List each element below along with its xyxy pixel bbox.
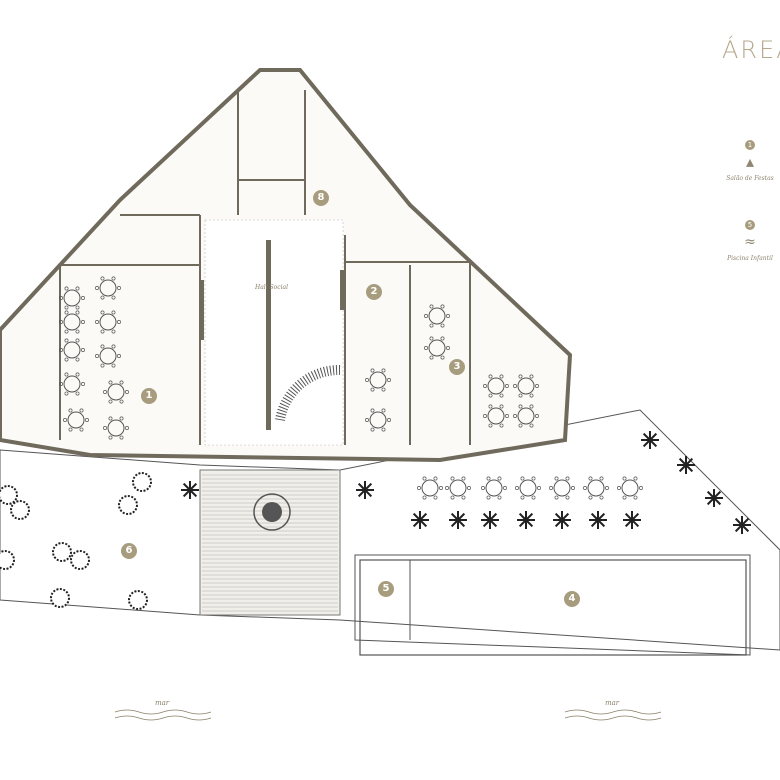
table [483, 374, 509, 398]
pool-icon: ≈ [744, 234, 756, 250]
table [617, 476, 643, 500]
palm-tree [733, 516, 751, 534]
legend-label: Piscina Infantil [727, 255, 773, 262]
tables-layer [59, 276, 643, 500]
table [445, 476, 471, 500]
table [417, 476, 443, 500]
area-marker-1[interactable]: 1 [141, 388, 157, 404]
table [95, 276, 121, 300]
legend-label: Salão de Festas [726, 175, 774, 182]
table [513, 374, 539, 398]
deck [199, 469, 341, 616]
spiral-stair [275, 364, 341, 422]
tree [0, 485, 18, 505]
table [515, 476, 541, 500]
tree [70, 550, 90, 570]
legend-item-5[interactable]: 5 ≈ Piscina Infantil [720, 212, 780, 262]
tree [50, 588, 70, 608]
site-outline [0, 409, 780, 656]
hall-social-label: Hall Social [255, 284, 289, 291]
palm-tree [411, 511, 429, 529]
table [483, 404, 509, 428]
table [103, 380, 129, 404]
palm-tree [589, 511, 607, 529]
tree [10, 500, 30, 520]
hall-floor [204, 219, 344, 446]
palm-tree [181, 481, 199, 499]
legend-number: 5 [745, 220, 755, 230]
table [103, 416, 129, 440]
palm-tree [623, 511, 641, 529]
palm-tree [481, 511, 499, 529]
legend-item-1[interactable]: 1 ▴ Salão de Festas [720, 132, 780, 182]
tree [128, 590, 148, 610]
tree [0, 550, 15, 570]
area-marker-2[interactable]: 2 [366, 284, 382, 300]
table [59, 310, 85, 334]
sea-label: mar [155, 699, 170, 707]
legend-number: 1 [745, 140, 755, 150]
palm-tree [517, 511, 535, 529]
table [481, 476, 507, 500]
table [95, 344, 121, 368]
table [59, 338, 85, 362]
table [424, 336, 450, 360]
sea-waves [114, 709, 662, 721]
palm-tree [677, 456, 695, 474]
sea-label: mar [605, 699, 620, 707]
table [59, 372, 85, 396]
palm-tree [449, 511, 467, 529]
party-icon: ▴ [745, 152, 755, 171]
table [424, 304, 450, 328]
table [365, 408, 391, 432]
building [0, 68, 573, 463]
table [583, 476, 609, 500]
table [365, 368, 391, 392]
vegetation [0, 431, 751, 610]
table [549, 476, 575, 500]
tree [52, 542, 72, 562]
table [63, 408, 89, 432]
table [95, 310, 121, 334]
table [59, 286, 85, 310]
area-marker-5[interactable]: 5 [378, 581, 394, 597]
pool [359, 559, 747, 656]
area-marker-8[interactable]: 8 [313, 190, 329, 206]
table [513, 404, 539, 428]
tree [118, 495, 138, 515]
page-title: ÁREA [722, 36, 780, 64]
palm-tree [641, 431, 659, 449]
area-marker-3[interactable]: 3 [449, 359, 465, 375]
area-marker-6[interactable]: 6 [121, 543, 137, 559]
area-marker-4[interactable]: 4 [564, 591, 580, 607]
tree [132, 472, 152, 492]
palm-tree [356, 481, 374, 499]
palm-tree [705, 489, 723, 507]
palm-tree [553, 511, 571, 529]
